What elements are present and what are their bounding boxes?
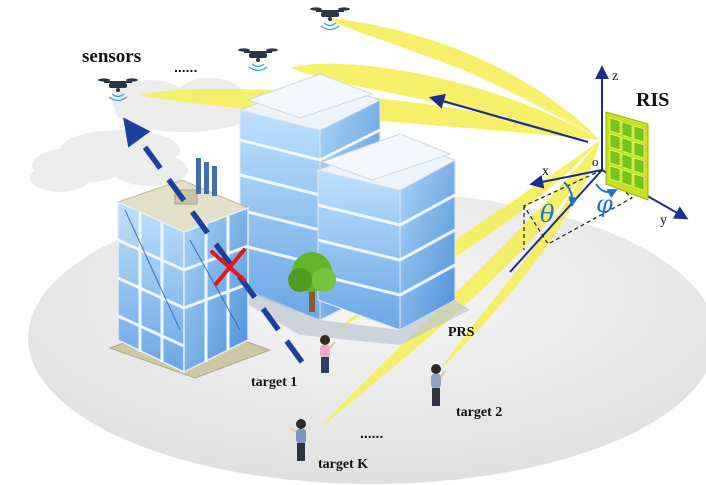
person-icon: [431, 364, 446, 406]
beam-to-target-k: [318, 140, 600, 430]
target-k-label: target K: [318, 457, 368, 472]
ris-label: RIS: [636, 89, 669, 111]
angle-theta-label: θ: [540, 200, 555, 228]
drone-icon: [98, 78, 138, 102]
person-icon: [320, 335, 336, 373]
target-1-label: target 1: [251, 375, 297, 390]
drone-icon: [238, 48, 278, 72]
axis-x-label: x: [542, 164, 549, 179]
person-icon: [290, 419, 306, 461]
angle-phi-label: φ: [596, 190, 613, 218]
axis-z-label: z: [612, 69, 618, 84]
drone-icon: [310, 7, 350, 31]
axis-y-label: y: [660, 213, 667, 228]
tree-icon: [288, 252, 336, 312]
target-2-label: target 2: [456, 405, 502, 420]
sensors-ellipsis: ......: [174, 59, 197, 75]
building-icon: [240, 133, 470, 345]
ris-panel: [605, 111, 649, 201]
axis-origin-label: o: [592, 154, 599, 169]
blocked-signal-path: [123, 117, 305, 364]
sensors-label: sensors: [82, 46, 141, 67]
targets-ellipsis: ......: [360, 425, 383, 441]
beam-arrow: [429, 93, 589, 144]
building-icon: [108, 158, 272, 379]
prs-label: PRS: [448, 325, 475, 340]
x-mark-icon: [210, 248, 246, 286]
